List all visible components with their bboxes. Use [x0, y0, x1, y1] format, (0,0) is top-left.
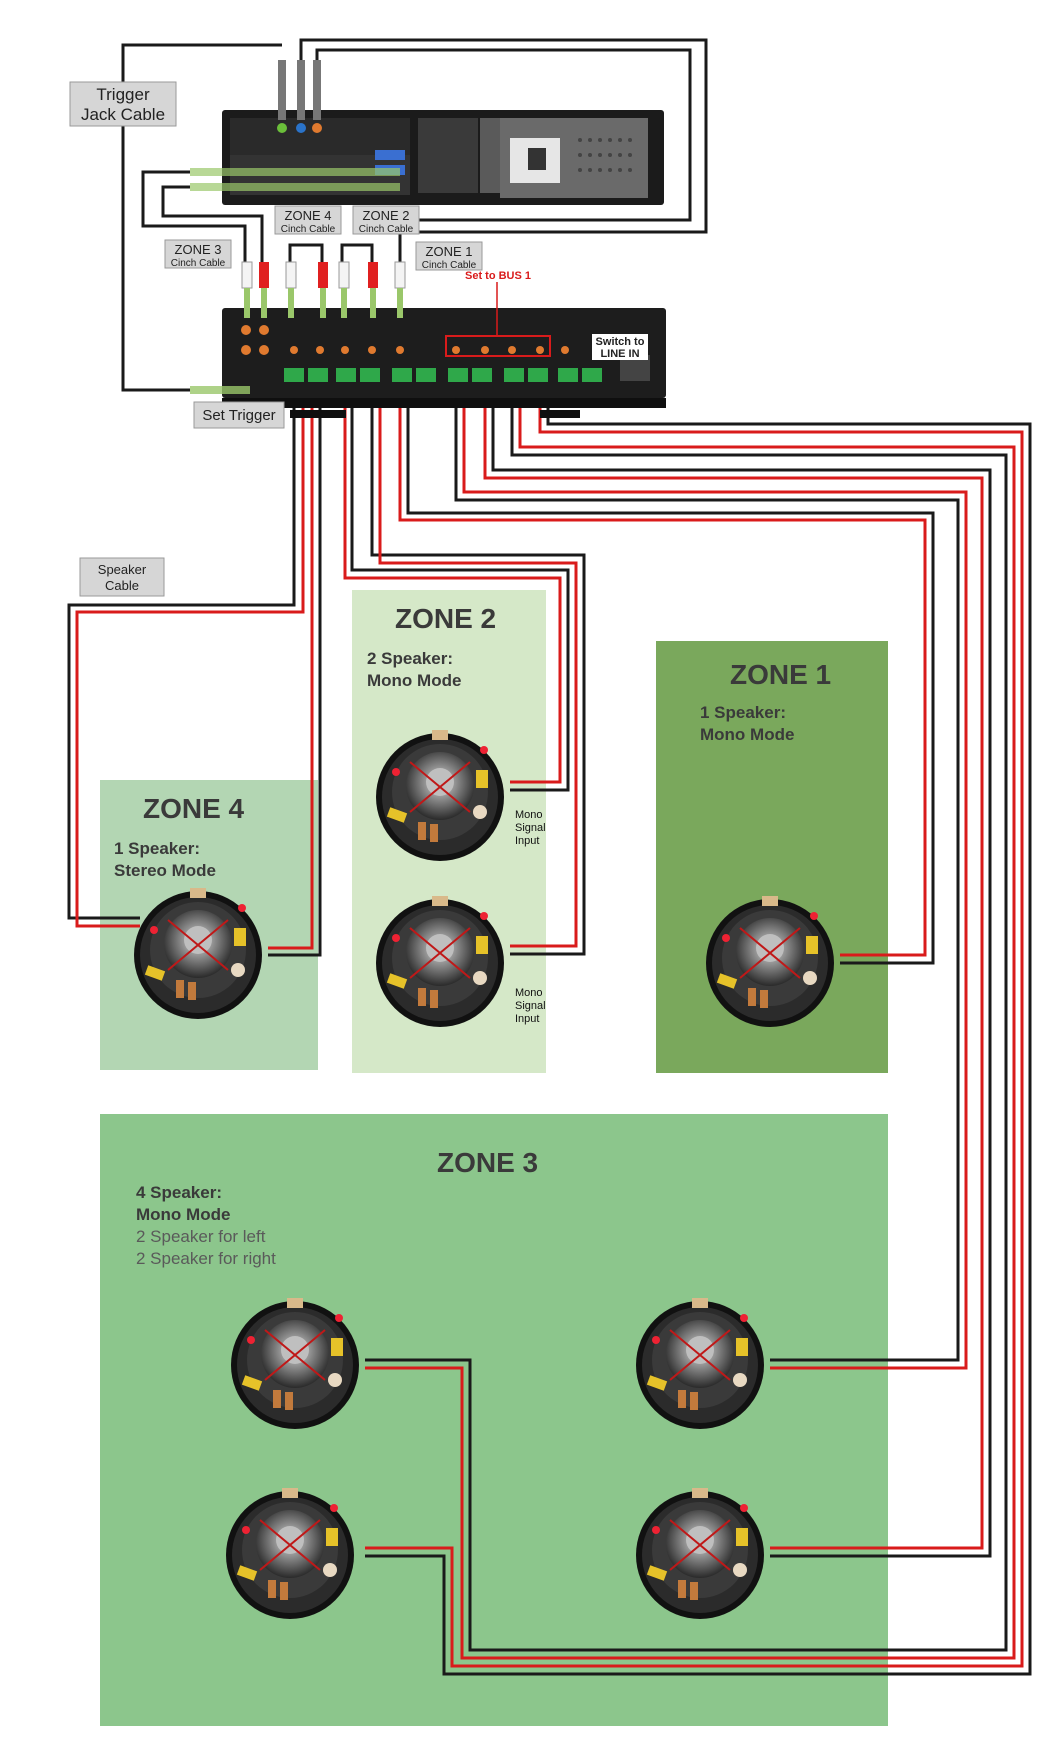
set-trigger-label: Set Trigger [193, 401, 285, 429]
zone1-line1: 1 Speaker: [700, 703, 786, 722]
zone4-cinch-label: ZONE 4 Cinch Cable [274, 205, 342, 235]
trigger-jack-label: Trigger Jack Cable [69, 81, 177, 127]
switch-line-in-2: LINE IN [600, 348, 639, 360]
rca-plugs [190, 261, 406, 394]
switch-line-in-1: Switch to [596, 336, 645, 348]
zone3-line4: 2 Speaker for right [136, 1249, 276, 1268]
speaker-cable-label-2: Cable [105, 578, 139, 593]
zone3-area [100, 1114, 888, 1726]
amplifier-unit [222, 308, 666, 418]
zone3-line3: 2 Speaker for left [136, 1227, 266, 1246]
set-to-bus-label: Set to BUS 1 [465, 270, 531, 336]
pc-unit [222, 110, 664, 205]
set-trigger-text: Set Trigger [202, 407, 275, 424]
zone3-cinch-label-2: Cinch Cable [171, 258, 226, 269]
zone4-title: ZONE 4 [143, 793, 245, 824]
zone2-cinch-label-2: Cinch Cable [359, 224, 414, 235]
zone4-line2: Stereo Mode [114, 861, 216, 880]
zone2-title: ZONE 2 [395, 603, 496, 634]
speaker-cable-label: Speaker Cable [79, 557, 165, 597]
speaker-cable-label-1: Speaker [98, 562, 147, 577]
wires [67, 38, 1032, 1676]
mono-signal-note-top-3: Input [515, 835, 539, 847]
set-to-bus-text: Set to BUS 1 [465, 270, 531, 282]
zone3-line1: 4 Speaker: [136, 1183, 222, 1202]
zone2-line2: Mono Mode [367, 671, 461, 690]
zone1-line2: Mono Mode [700, 725, 794, 744]
zone3-cinch-label: ZONE 3 Cinch Cable [164, 239, 232, 269]
zone1-cinch-label: ZONE 1 Cinch Cable [415, 241, 483, 271]
trigger-jack-label-1: Trigger [96, 85, 150, 104]
mono-signal-note-top-2: Signal [515, 822, 546, 834]
trigger-jack-label-2: Jack Cable [81, 105, 165, 124]
zone3-title: ZONE 3 [437, 1147, 538, 1178]
mono-signal-note-top-1: Mono [515, 809, 543, 821]
zone2-line1: 2 Speaker: [367, 649, 453, 668]
zone3-cinch-label-1: ZONE 3 [175, 242, 222, 257]
zone3-line2: Mono Mode [136, 1205, 230, 1224]
mono-signal-note-bottom-1: Mono [515, 987, 543, 999]
zone4-cinch-label-1: ZONE 4 [285, 208, 332, 223]
mono-signal-note-bottom-3: Input [515, 1013, 539, 1025]
zone4-line1: 1 Speaker: [114, 839, 200, 858]
zone1-title: ZONE 1 [730, 659, 831, 690]
pc-jack-plugs [190, 60, 400, 191]
zone1-cinch-label-2: Cinch Cable [422, 260, 477, 271]
zone2-cinch-label-1: ZONE 2 [363, 208, 410, 223]
zone4-cinch-label-2: Cinch Cable [281, 224, 336, 235]
zone2-cinch-label: ZONE 2 Cinch Cable [352, 205, 420, 235]
switch-line-in-label: Switch to LINE IN [592, 334, 648, 360]
mono-signal-note-bottom-2: Signal [515, 1000, 546, 1012]
zone1-cinch-label-1: ZONE 1 [426, 244, 473, 259]
